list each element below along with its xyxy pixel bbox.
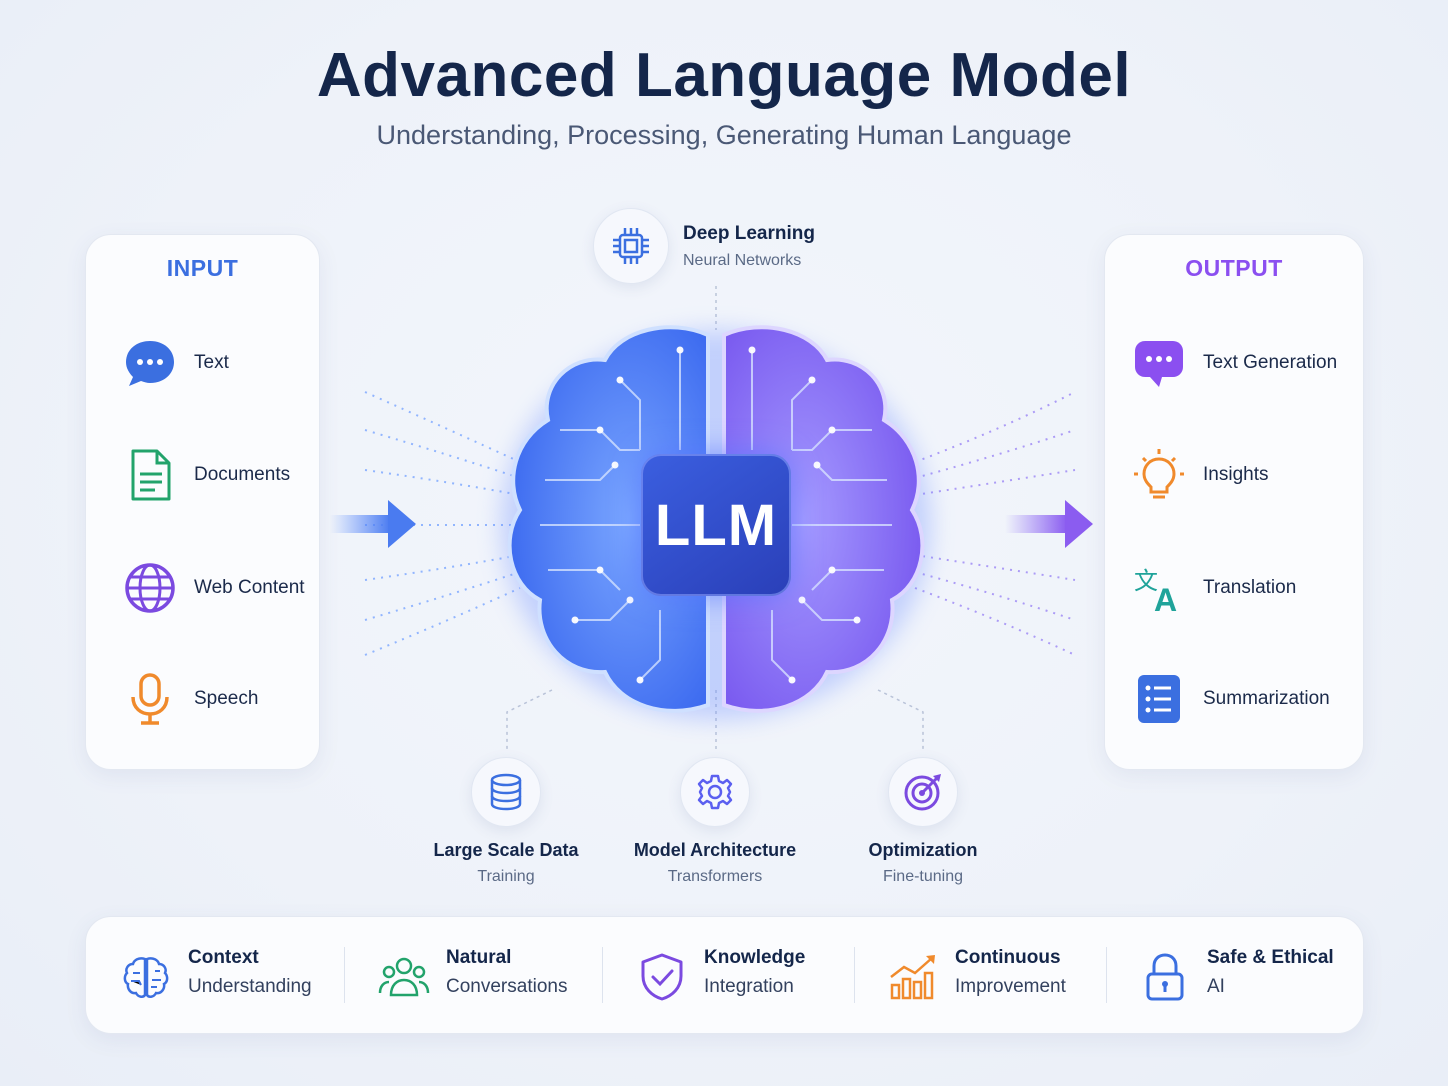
feature-subtitle: Improvement [955,976,1066,997]
output-item-text-generation: Text Generation [1131,335,1337,391]
large-scale-data-node: Large Scale Data Training [406,757,606,886]
output-heading: OUTPUT [1185,255,1283,281]
model-architecture-node: Model Architecture Transformers [615,757,815,886]
chat-bubble-icon [122,335,178,391]
gear-icon [680,757,750,827]
globe-icon [122,560,178,616]
feature-title: Context [188,947,259,968]
output-item-label: Text Generation [1203,352,1338,373]
output-item-label: Insights [1203,464,1269,485]
input-item-label: Web Content [194,577,305,598]
node-subtitle: Neural Networks [683,251,802,269]
feature-natural-conversations: Natural Conversations [378,947,567,1003]
growth-chart-icon [887,951,939,1003]
lock-icon [1139,951,1191,1003]
divider [854,947,855,1003]
users-icon [378,951,430,1003]
divider [344,947,345,1003]
input-panel: INPUT Text Documents Web Content Speech [85,234,320,770]
node-subtitle: Fine-tuning [882,868,964,885]
node-title: Optimization [868,840,978,860]
microphone-icon [122,671,178,727]
feature-title: Natural [446,947,512,968]
input-item-label: Text [194,352,229,373]
feature-subtitle: AI [1207,976,1225,997]
feature-continuous-improvement: Continuous Improvement [887,947,1066,1003]
input-heading: INPUT [166,255,239,281]
chip-icon [593,208,669,284]
svg-text:A: A [1154,582,1177,615]
node-subtitle: Training [477,868,535,885]
page-title: Advanced Language Model [316,41,1132,110]
feature-safe-ethical-ai: Safe & Ethical AI [1139,947,1334,1003]
output-item-insights: Insights [1131,447,1268,503]
list-icon [1131,671,1187,727]
input-arrow [330,500,416,548]
input-item-label: Speech [194,688,259,709]
feature-subtitle: Integration [704,976,794,997]
page-subtitle: Understanding, Processing, Generating Hu… [376,120,1072,150]
target-icon [888,757,958,827]
chat-bubble-icon [1131,335,1187,391]
svg-text:文: 文 [1134,567,1158,595]
output-item-label: Translation [1203,577,1297,598]
database-icon [471,757,541,827]
feature-title: Continuous [955,947,1061,968]
input-item-speech: Speech [122,671,258,727]
features-bar: Context Understanding Natural Conversati… [85,916,1364,1034]
document-icon [122,447,178,503]
node-subtitle: Transformers [667,868,763,885]
node-title: Model Architecture [633,840,797,860]
feature-title: Knowledge [704,947,806,968]
output-flow-lines [914,391,1076,656]
lightbulb-icon [1131,447,1187,503]
optimization-node: Optimization Fine-tuning [823,757,1023,886]
brain-icon [120,951,172,1003]
output-item-summarization: Summarization [1131,671,1330,727]
input-item-label: Documents [194,464,291,485]
llm-core: LLM [641,454,791,596]
divider [1106,947,1107,1003]
connector-lines [506,286,924,752]
feature-subtitle: Conversations [446,976,568,997]
shield-check-icon [636,951,688,1003]
feature-title: Safe & Ethical [1207,947,1334,968]
output-arrow [1005,500,1093,548]
feature-knowledge-integration: Knowledge Integration [636,947,805,1003]
input-item-web-content: Web Content [122,560,305,616]
divider [602,947,603,1003]
feature-subtitle: Understanding [188,976,312,997]
input-item-text: Text [122,335,229,391]
input-item-documents: Documents [122,447,290,503]
node-title: Large Scale Data [433,840,579,860]
feature-context-understanding: Context Understanding [120,947,312,1003]
node-title: Deep Learning [683,222,815,244]
output-item-label: Summarization [1203,688,1330,709]
deep-learning-node: Deep Learning Neural Networks [593,208,815,284]
